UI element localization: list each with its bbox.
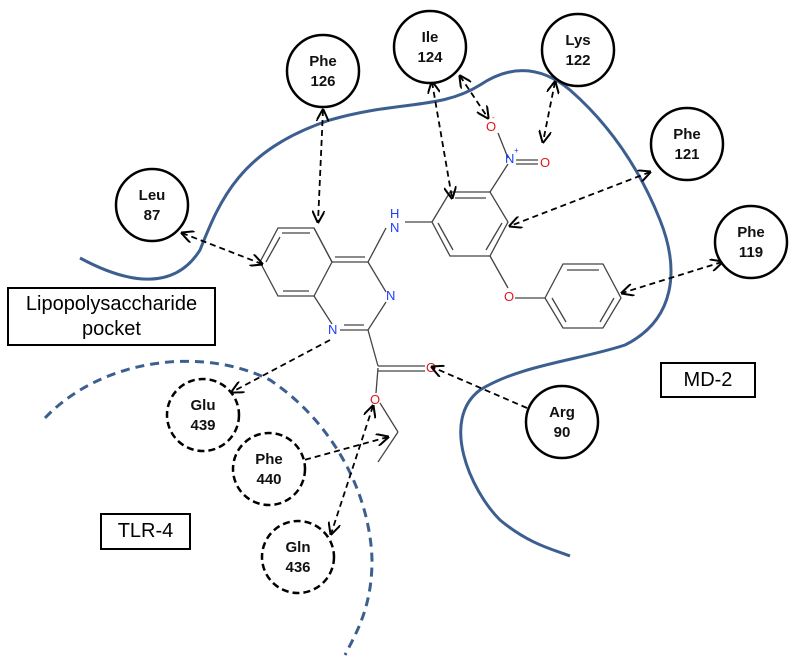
residue-arg90: Arg 90	[524, 384, 600, 460]
residue-phe126-name: Phe	[309, 53, 337, 70]
nh-hydrogen: H	[390, 206, 399, 221]
residue-phe126-number: 126	[310, 73, 335, 90]
arrow-arg90	[432, 367, 528, 409]
residue-gln436: Gln 436	[260, 519, 336, 595]
arrow-phe126	[318, 110, 323, 222]
arrow-lys122	[543, 82, 555, 142]
atom-labels: H N N N O O O N + O - O	[328, 113, 550, 407]
nitro-nitrogen: N	[505, 151, 514, 166]
residue-glu439: Glu 439	[165, 377, 241, 453]
arrow-gln436	[331, 406, 373, 534]
arrow-phe121	[510, 172, 650, 226]
arrow-ile124-nitro	[460, 76, 488, 118]
ligand-molecule	[259, 132, 622, 463]
nitro-plus-charge: +	[514, 146, 519, 155]
residue-lys122: Lys 122	[540, 12, 616, 88]
residue-phe121-number: 121	[674, 146, 699, 163]
residue-phe121: Phe 121	[649, 106, 725, 182]
residue-phe440: Phe 440	[231, 431, 307, 507]
md2-label: MD-2	[660, 362, 756, 398]
residue-gln436-name: Gln	[286, 539, 311, 556]
residue-glu439-name: Glu	[191, 397, 216, 414]
n3-atom: N	[386, 288, 395, 303]
interaction-arrows	[182, 76, 722, 534]
residue-phe119-name: Phe	[737, 224, 765, 241]
residue-phe119: Phe 119	[713, 204, 789, 280]
residue-phe440-number: 440	[256, 471, 281, 488]
tlr4-label: TLR-4	[100, 513, 191, 550]
residue-phe121-name: Phe	[673, 126, 701, 143]
residue-ile124-name: Ile	[422, 29, 439, 46]
n1-atom: N	[328, 322, 337, 337]
pocket-label: Lipopolysaccharide pocket	[7, 287, 216, 346]
ester-oxygen: O	[370, 392, 380, 407]
residue-gln436-number: 436	[285, 559, 310, 576]
nh-nitrogen: N	[390, 220, 399, 235]
residue-lys122-name: Lys	[565, 32, 590, 49]
residue-ile124-number: 124	[417, 49, 443, 66]
nitro-oxygen-2: O	[540, 155, 550, 170]
residue-arg90-number: 90	[554, 424, 571, 441]
residue-phe126: Phe 126	[285, 33, 361, 109]
arrow-leu87	[182, 233, 262, 264]
residue-leu87-number: 87	[144, 207, 161, 224]
residue-leu87: Leu 87	[114, 167, 190, 243]
residue-leu87-name: Leu	[139, 187, 166, 204]
residue-glu439-number: 439	[190, 417, 215, 434]
residue-lys122-number: 122	[565, 52, 590, 69]
residue-arg90-name: Arg	[549, 404, 575, 421]
md2-boundary-curve	[79, 69, 673, 558]
arrow-glu439	[232, 339, 331, 392]
residue-phe440-name: Phe	[255, 451, 283, 468]
nitro-minus-charge: -	[492, 113, 495, 122]
arrow-phe119	[622, 262, 722, 293]
ether-oxygen: O	[504, 289, 514, 304]
nitro-oxygen-1: O	[486, 119, 496, 134]
residue-ile124: Ile 124	[392, 9, 468, 85]
tlr4-boundary-curve	[43, 359, 374, 656]
residue-phe119-number: 119	[739, 244, 763, 261]
